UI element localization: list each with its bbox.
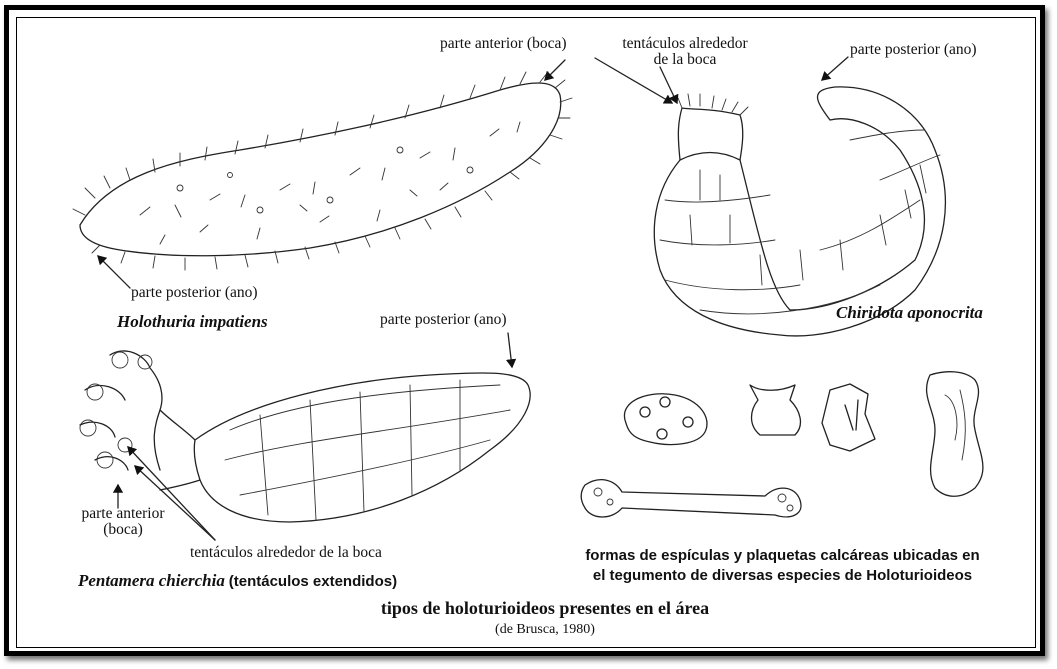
- figure-title: tipos de holoturioideos presentes en el …: [320, 599, 770, 618]
- chiridota-tentacles-label: tentáculos alrededor de la boca: [610, 36, 760, 69]
- figure-source: (de Brusca, 1980): [420, 623, 670, 638]
- pentamera-posterior-label: parte posterior (ano): [380, 312, 507, 328]
- pentamera-anterior-label: parte anterior (boca): [60, 506, 186, 539]
- chiridota-tentacles-line1: tentáculos alrededor: [610, 36, 760, 52]
- chiridota-posterior-label: parte posterior (ano): [850, 42, 977, 58]
- spicule-drawings: [581, 372, 983, 517]
- chiridota-aponocrita-drawing: [595, 57, 945, 336]
- pentamera-tentacles-label: tentáculos alrededor de la boca: [190, 545, 382, 561]
- pentamera-caption: Pentamera chierchia (tentáculos extendid…: [78, 572, 397, 590]
- pentamera-note: (tentáculos extendidos): [229, 573, 397, 590]
- pentamera-species-name: Pentamera chierchia: [78, 571, 225, 590]
- holothuria-species-name: Holothuria impatiens: [117, 313, 268, 331]
- pentamera-anterior-line1: parte anterior: [60, 506, 186, 522]
- spicules-caption: formas de espículas y plaquetas calcárea…: [545, 546, 1020, 587]
- holothuria-impatiens-drawing: [73, 60, 572, 288]
- spicules-caption-line1: formas de espículas y plaquetas calcárea…: [545, 546, 1020, 566]
- pentamera-anterior-line2: (boca): [60, 522, 186, 538]
- chiridota-species-name: Chiridota aponocrita: [836, 304, 983, 322]
- holothuria-posterior-label: parte posterior (ano): [131, 285, 258, 301]
- holothuria-anterior-label: parte anterior (boca): [440, 36, 567, 52]
- spicules-caption-line2: el tegumento de diversas especies de Hol…: [545, 566, 1020, 586]
- chiridota-tentacles-line2: de la boca: [610, 52, 760, 68]
